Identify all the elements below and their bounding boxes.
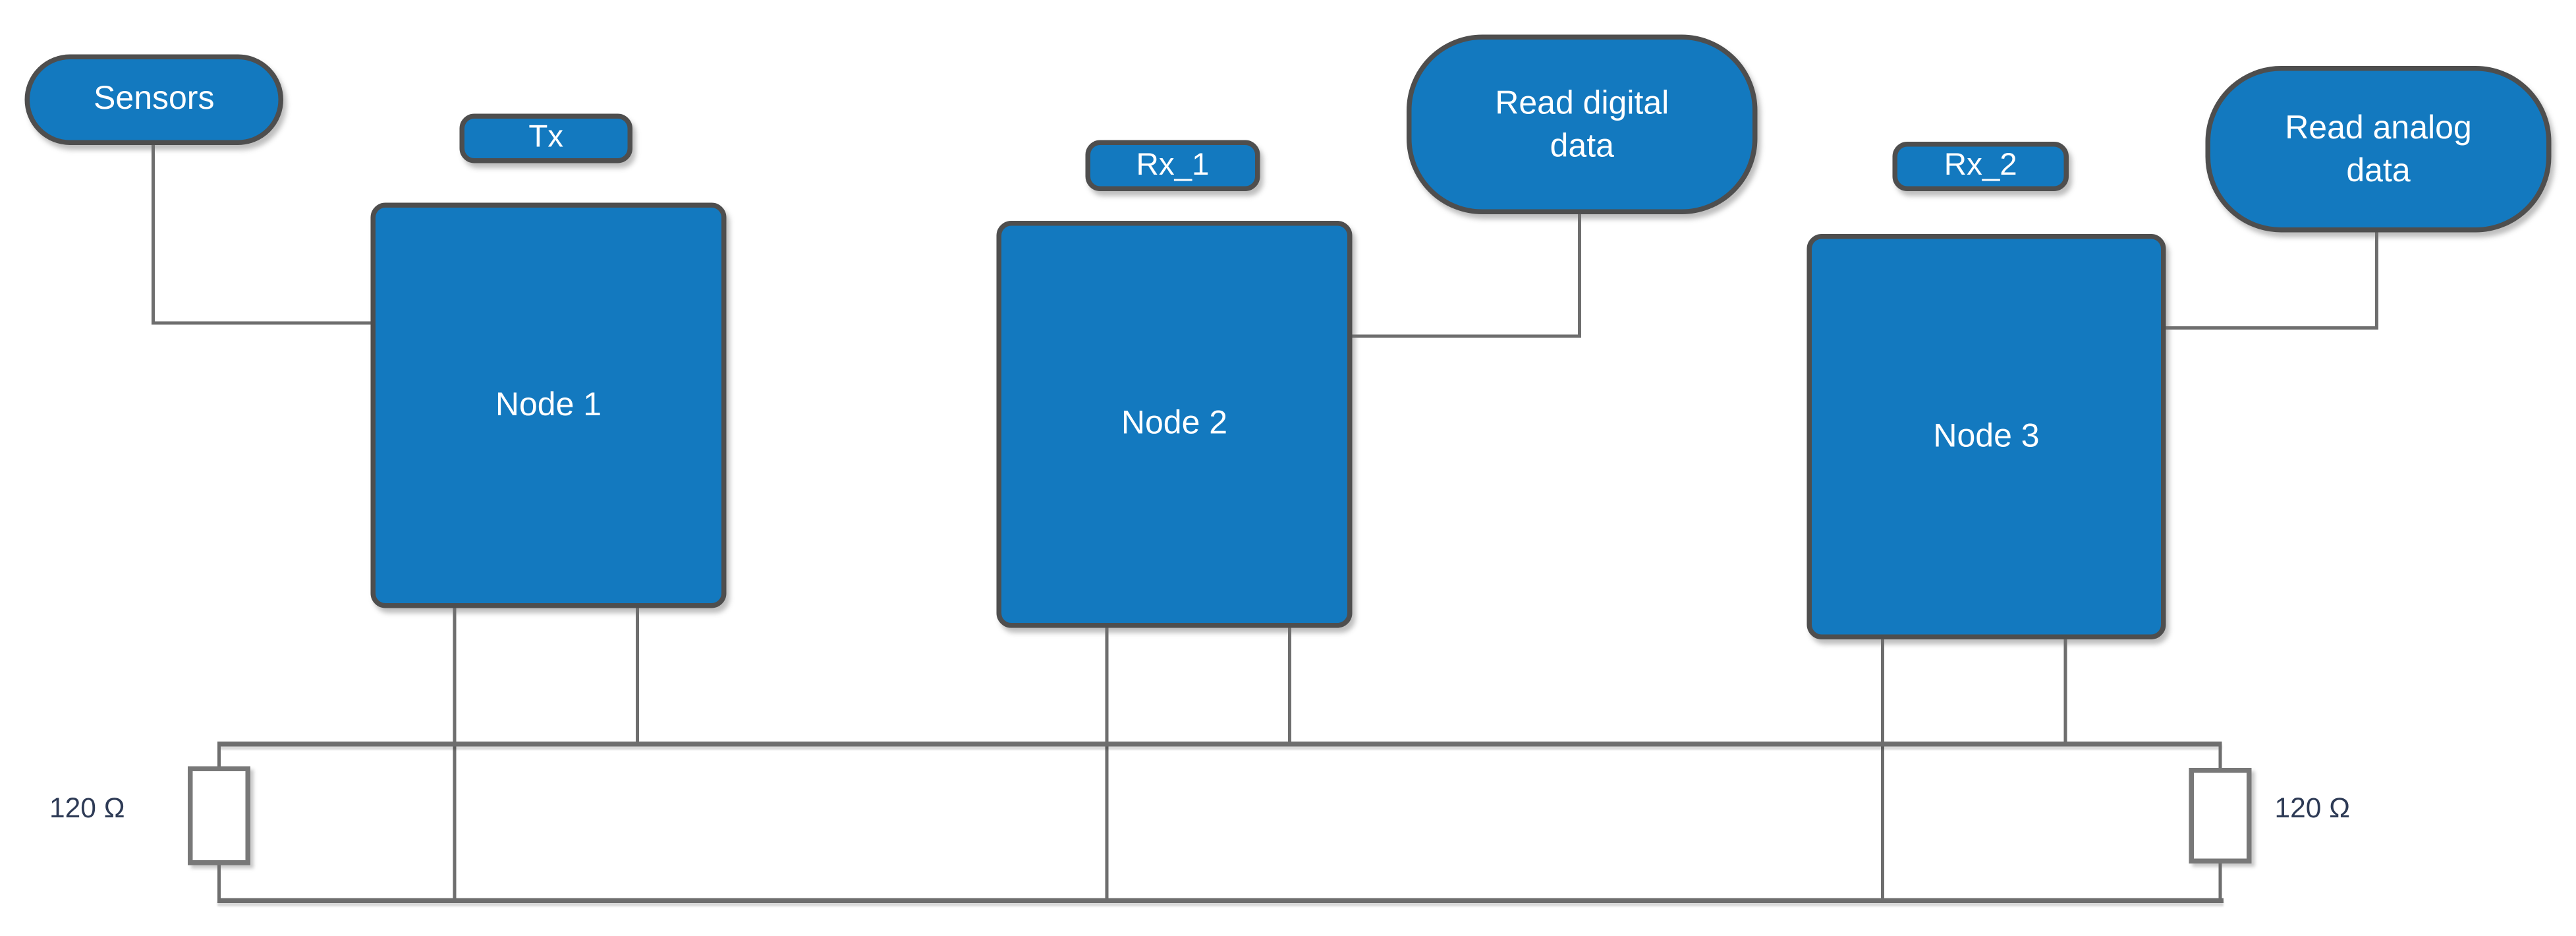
left-resistor-wire-top [217,742,221,767]
node-1-box: Node 1 [370,202,727,608]
rx1-label: Rx_1 [1136,147,1210,183]
read-analog-data-label: Read analog data [2285,109,2472,189]
right-resistor-value: 120 Ω [2274,792,2350,825]
right-resistor-wire-bottom [2218,863,2222,900]
read-digital-data-pill: Read digital data [1407,34,1758,214]
left-terminating-resistor [188,766,250,865]
read-analog-connector-horizontal [2166,326,2378,330]
node-1-label: Node 1 [495,386,602,423]
sensors-connector-vertical [152,145,155,325]
node-3-box: Node 3 [1806,234,2166,639]
sensors-pill: Sensors [24,54,283,145]
node-2-leg-left [1105,628,1109,900]
tx-badge: Tx [459,113,632,163]
node-3-label: Node 3 [1933,417,2040,454]
rx2-label: Rx_2 [1944,148,2017,183]
bus-line-top [219,742,2222,747]
node-1-leg-left [453,608,457,900]
sensors-connector-horizontal [153,321,371,325]
read-digital-data-label: Read digital data [1495,84,1669,164]
read-analog-data-pill: Read analog data [2205,66,2552,233]
tx-label: Tx [528,120,564,156]
node-3-leg-right [2063,639,2067,744]
right-resistor-wire-top [2218,742,2222,768]
read-digital-connector-vertical [1578,214,1581,336]
node-2-label: Node 2 [1121,405,1228,442]
sensors-label: Sensors [94,80,215,117]
node-2-leg-right [1288,628,1291,744]
left-resistor-value: 120 Ω [49,792,125,825]
right-terminating-resistor [2189,768,2252,863]
node-2-box: Node 2 [996,221,1353,628]
read-analog-connector-vertical [2375,232,2378,328]
rx2-badge: Rx_2 [1892,142,2069,191]
rx1-badge: Rx_1 [1085,140,1260,191]
left-resistor-wire-bottom [217,865,221,900]
bus-line-bottom [217,898,2224,903]
node-1-leg-right [636,608,639,744]
node-3-leg-left [1881,639,1884,900]
read-digital-connector-horizontal [1352,334,1581,338]
